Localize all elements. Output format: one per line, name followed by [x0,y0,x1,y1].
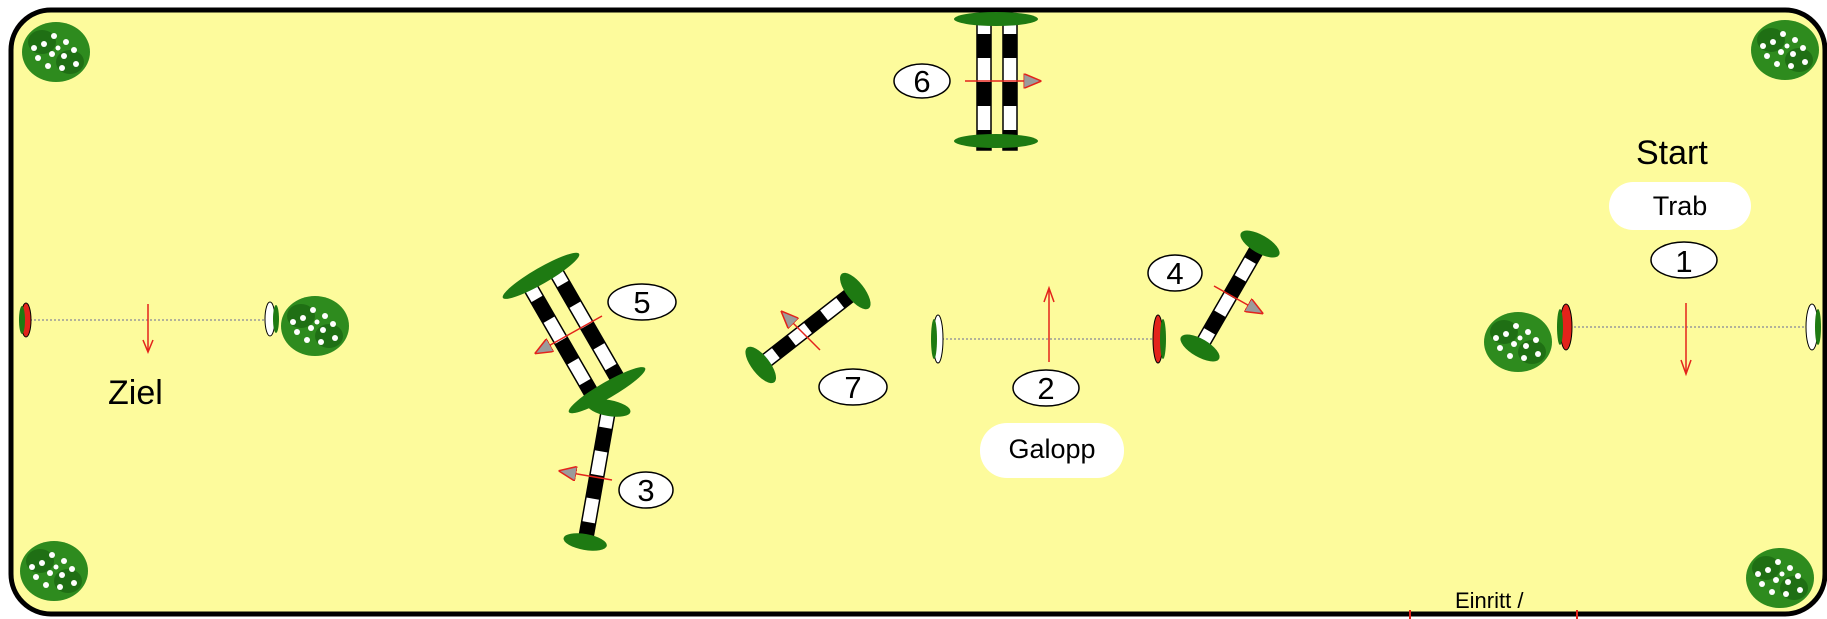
obstacle-number-6-oval [893,63,951,99]
obstacle-number-2-oval [1012,369,1080,407]
obstacle-number-7: 7 [844,370,861,405]
start-line [1484,303,1821,377]
obstacle-4-pole [1180,230,1280,362]
flower-bush-bottom-right [1746,548,1814,608]
trot-badge [1609,182,1751,230]
obstacle-number-6: 6 [913,64,930,99]
obstacle-number-3-oval [618,471,674,509]
obstacle-number-4-oval [1147,254,1203,292]
flower-bush-top-left [22,22,90,82]
obstacle-7-arrow [782,312,821,351]
start-label: Start [1636,134,1708,172]
flower-bush-start [1484,312,1552,372]
obstacle-3-arrow [560,471,613,480]
canter-badge [980,423,1124,478]
entrance-label: Einritt / [1455,588,1524,613]
finish-label: Ziel [108,374,163,412]
flower-bush-bottom-left [20,541,88,601]
obstacle-number-5: 5 [633,285,650,320]
canter-label: Galopp [1008,434,1095,464]
flower-bush-top-right [1751,20,1819,80]
flower-bush-finish [281,296,349,356]
canter-gate [931,285,1166,364]
obstacle-5-double-poles [502,252,646,414]
obstacle-5-arrow [536,315,603,353]
trot-label: Trab [1653,191,1708,221]
obstacle-6-double-poles [954,12,1040,151]
arena-field [8,7,1827,617]
finish-line [19,296,349,356]
obstacle-number-1-oval [1650,241,1718,279]
obstacle-3-pole [563,399,631,551]
obstacle-4-arrow [1213,285,1262,313]
obstacle-number-3: 3 [637,473,654,508]
obstacle-number-1: 1 [1675,244,1692,279]
obstacle-number-4: 4 [1166,256,1183,291]
obstacle-7-pole [745,272,871,384]
obstacle-number-5-oval [607,283,677,321]
obstacle-number-2: 2 [1037,371,1054,406]
obstacle-number-7-oval [818,368,888,406]
